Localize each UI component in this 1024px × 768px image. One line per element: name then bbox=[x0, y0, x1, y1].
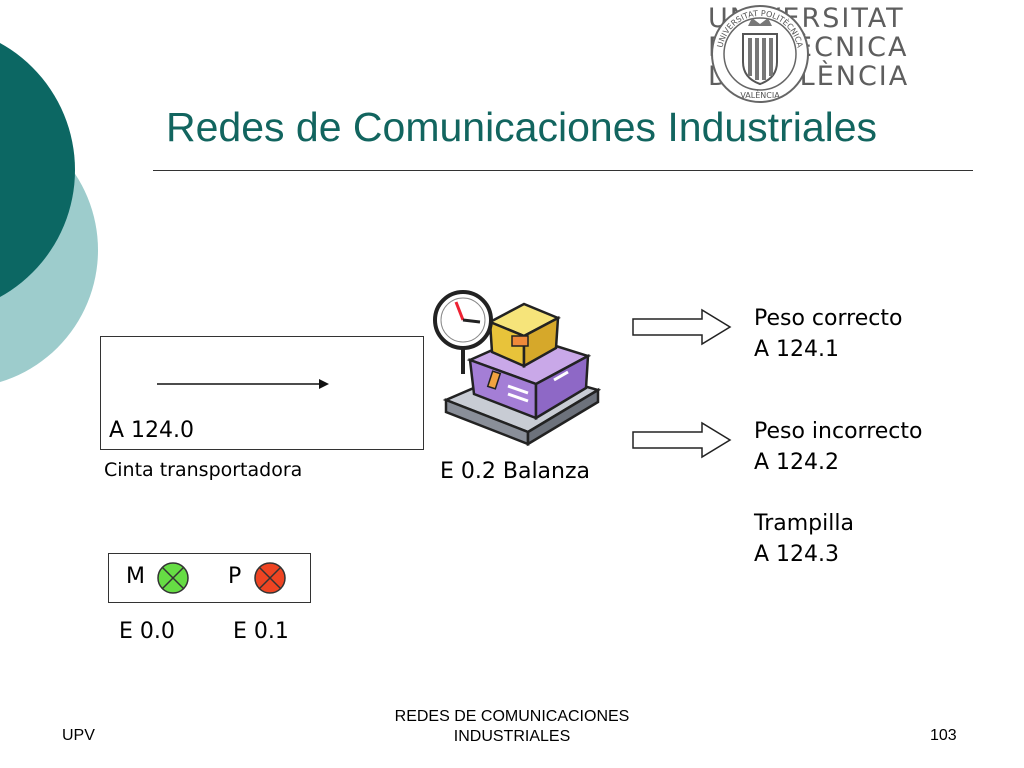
output-correct-address: A 124.1 bbox=[754, 337, 840, 362]
dark-teal-circle bbox=[0, 43, 75, 297]
control-panel-box bbox=[108, 553, 311, 603]
output-arrow-correct-icon bbox=[632, 308, 732, 346]
stop-button-p[interactable] bbox=[253, 561, 287, 595]
output-incorrect-address: A 124.2 bbox=[754, 450, 840, 475]
trapdoor-label: Trampilla bbox=[754, 511, 854, 536]
slide-title: Redes de Comunicaciones Industriales bbox=[166, 104, 878, 150]
title-divider bbox=[153, 170, 973, 171]
output-arrow-incorrect-icon bbox=[632, 421, 732, 459]
button-p-label: P bbox=[228, 564, 242, 589]
page-number: 103 bbox=[930, 727, 957, 744]
weighing-scale-icon bbox=[433, 290, 602, 447]
start-button-m[interactable] bbox=[156, 561, 190, 595]
button-m-label: M bbox=[126, 564, 145, 589]
conveyor-direction-arrow-icon bbox=[157, 379, 329, 389]
footer-center: REDES DE COMUNICACIONES INDUSTRIALES bbox=[394, 708, 630, 745]
output-correct-label: Peso correcto bbox=[754, 306, 903, 331]
seal-text-bottom: VALÈNCIA bbox=[740, 89, 780, 100]
university-logo: UNIVERSITAT POLITÈCNICA VALÈNCIA UNIVERS… bbox=[708, 4, 1008, 104]
footer-left: UPV bbox=[62, 727, 95, 744]
conveyor-belt-box bbox=[100, 336, 424, 450]
university-seal-icon: UNIVERSITAT POLITÈCNICA VALÈNCIA bbox=[711, 5, 809, 103]
belt-label: Cinta transportadora bbox=[104, 459, 303, 481]
trapdoor-address: A 124.3 bbox=[754, 542, 840, 567]
output-incorrect-label: Peso incorrecto bbox=[754, 419, 923, 444]
input-p-address: E 0.1 bbox=[233, 619, 289, 644]
scale-label: E 0.2 Balanza bbox=[440, 459, 591, 484]
input-m-address: E 0.0 bbox=[119, 619, 175, 644]
belt-address: A 124.0 bbox=[109, 418, 195, 443]
